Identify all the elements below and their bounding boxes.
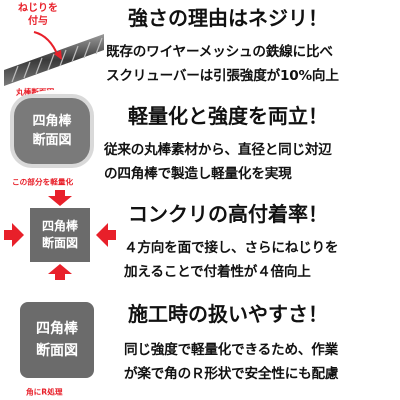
- section-3-line-2: 加えることで付着性が４倍向上: [124, 264, 311, 280]
- section-2-headline: 軽量化と強度を両立！: [128, 104, 328, 128]
- square-section-label-2: 四角棒 断面図: [41, 219, 78, 250]
- square-section-diagram-2: 四角棒 断面図: [30, 208, 90, 262]
- section-2-line-1: 従来の丸棒素材から、直径と同じ対辺: [104, 142, 332, 158]
- section-1-line-1: 既存のワイヤーメッシュの鉄線に比べ: [106, 44, 333, 60]
- square-section-label-1: 四角棒 断面図: [32, 114, 72, 148]
- section-1-line-2: スクリューバーは引張強度が10%向上: [106, 68, 339, 84]
- corner-radius-note: 角にR処理: [26, 388, 63, 398]
- section-4-line-2: が楽で角のＲ形状で安全性にも配慮: [124, 366, 339, 382]
- section-3-headline: コンクリの高付着率！: [128, 202, 328, 226]
- section-3-line-1: ４方向を面で接し、さらにねじりを: [124, 240, 339, 256]
- section-4-line-1: 同じ強度で軽量化できるため、作業: [124, 342, 339, 358]
- section-2-line-2: の四角棒で製造し軽量化を実現: [104, 166, 292, 182]
- twist-note: ねじりを 付与: [18, 3, 58, 27]
- square-section-label-3: 四角棒 断面図: [36, 321, 78, 359]
- section-1-headline: 強さの理由はネジリ！: [128, 6, 328, 30]
- square-section-diagram-1: 四角棒 断面図: [14, 98, 90, 164]
- square-section-diagram-3: 四角棒 断面図: [20, 302, 94, 378]
- twisted-bar-icon: [4, 31, 104, 86]
- section-4-headline: 施工時の扱いやすさ！: [128, 302, 328, 326]
- lightweight-note: この部分を軽量化: [12, 178, 74, 188]
- four-direction-arrows-icon: [4, 190, 116, 280]
